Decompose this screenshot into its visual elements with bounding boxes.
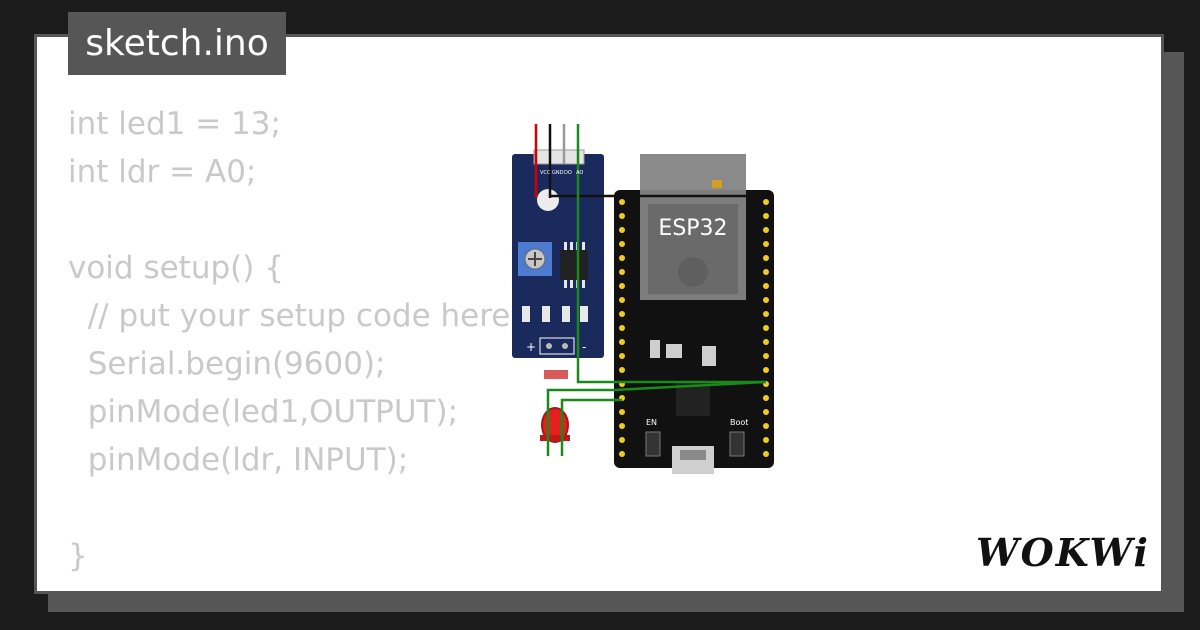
- wokwi-logo: WOKWi: [976, 530, 1150, 575]
- code-line: Serial.begin(9600);: [68, 346, 386, 382]
- file-tab[interactable]: sketch.ino: [68, 12, 286, 75]
- green-wire: [560, 398, 622, 456]
- code-line: pinMode(led1,OUTPUT);: [68, 394, 459, 430]
- green-wire: [546, 380, 767, 456]
- esp32-board[interactable]: ESP32 EN Boot: [614, 154, 774, 474]
- sensor-plus-label: +: [526, 340, 536, 354]
- ldr-sensor-module[interactable]: + -: [512, 149, 604, 379]
- boot-button-label: Boot: [730, 418, 748, 427]
- sensor-pin-label: DO: [564, 170, 572, 176]
- sensor-pin-label: GND: [552, 170, 564, 176]
- sensor-minus-label: -: [582, 340, 586, 354]
- sensor-pin-label: AO: [576, 170, 583, 176]
- green-wire: [576, 124, 766, 384]
- code-line: int led1 = 13;: [68, 106, 281, 142]
- code-line: [68, 484, 520, 532]
- code-block: int led1 = 13; int ldr = A0; void setup(…: [68, 100, 520, 580]
- code-line: // put your setup code here,: [68, 298, 521, 334]
- circuit-diagram: + - ESP32: [512, 124, 774, 474]
- code-line: void setup() {: [68, 250, 284, 286]
- code-line: pinMode(ldr, INPUT);: [68, 442, 409, 478]
- code-line: [68, 196, 520, 244]
- sensor-pin-label: VCC: [540, 170, 551, 176]
- board-label: ESP32: [658, 216, 727, 241]
- code-line: }: [68, 538, 88, 574]
- red-led[interactable]: [540, 407, 570, 456]
- wires: [534, 124, 770, 456]
- en-button-label: EN: [646, 418, 657, 427]
- code-line: int ldr = A0;: [68, 154, 257, 190]
